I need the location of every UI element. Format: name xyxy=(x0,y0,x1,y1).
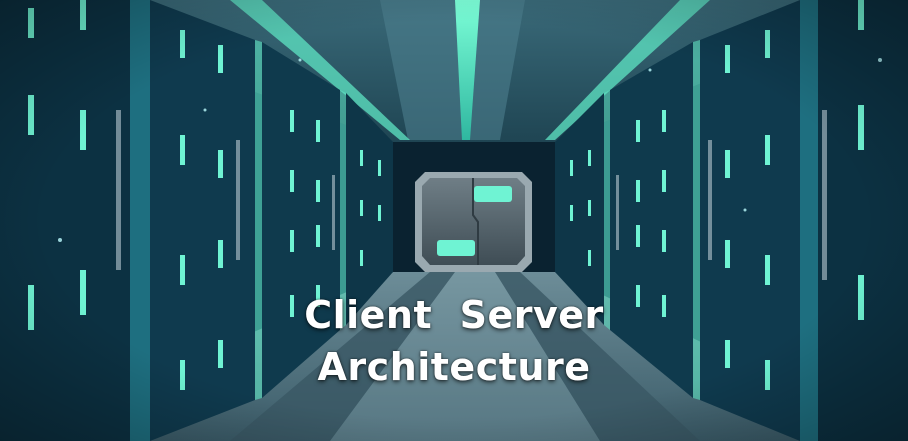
title-line-1: Client Server xyxy=(304,293,604,337)
title-line-2: Architecture xyxy=(317,345,591,389)
